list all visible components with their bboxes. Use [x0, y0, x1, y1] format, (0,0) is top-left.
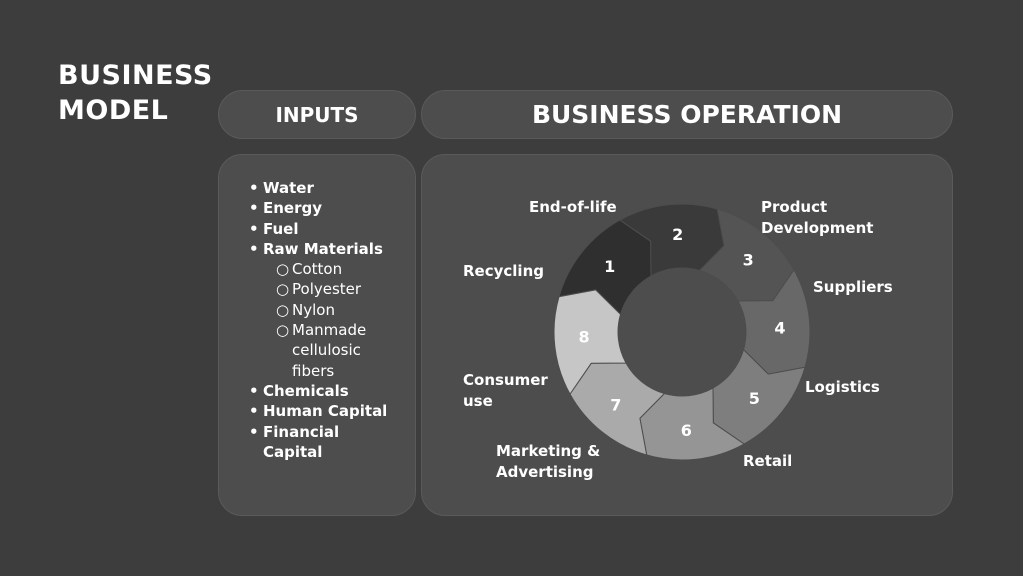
subitem-label: cellulosic: [292, 341, 361, 360]
cycle-number-2: 2: [672, 225, 683, 244]
input-label: Raw Materials: [263, 239, 383, 258]
input-label: Fuel: [263, 219, 299, 238]
subitem-nylon: ○Nylon: [276, 300, 335, 319]
step-label-marketing-advertising: Marketing &Advertising: [496, 442, 601, 481]
step-label-end-of-life: End-of-life: [529, 198, 617, 216]
subitem-label: Cotton: [292, 260, 343, 279]
page-title: BUSINESS MODEL: [58, 58, 213, 128]
input-label: Financial: [263, 422, 340, 441]
input-item-fuel: •Fuel: [249, 219, 299, 238]
subitem-label: Manmade: [292, 321, 367, 340]
input-item-water: •Water: [249, 179, 314, 197]
cycle-number-5: 5: [749, 389, 760, 408]
subitem-label: Nylon: [292, 300, 335, 319]
subitem-manmade: ○Manmade: [276, 321, 367, 340]
subitem-fibers: fibers: [249, 361, 414, 381]
cycle-number-4: 4: [774, 319, 785, 338]
step-label-suppliers: Suppliers: [813, 278, 893, 296]
step-label-recycling: Recycling: [463, 262, 544, 280]
input-item-capital-line2: Capital: [249, 442, 414, 462]
step-label-logistics: Logistics: [805, 378, 880, 396]
subitem-label: fibers: [292, 361, 335, 380]
cycle-number-3: 3: [743, 251, 754, 270]
inputs-header: INPUTS: [218, 90, 416, 139]
step-label-retail: Retail: [743, 452, 793, 470]
cycle-number-6: 6: [681, 421, 692, 440]
input-label: Chemicals: [263, 381, 349, 400]
cycle-center: [618, 268, 746, 396]
input-item-energy: •Energy: [249, 199, 323, 218]
input-item-chemicals: •Chemicals: [249, 381, 349, 400]
title-line-2: MODEL: [58, 95, 169, 126]
inputs-list: •Water •Energy •Fuel •Raw Materials ○Cot…: [249, 178, 414, 462]
input-label: Capital: [263, 442, 323, 461]
cycle-number-7: 7: [610, 395, 621, 414]
input-label: Water: [263, 179, 314, 197]
input-label: Human Capital: [263, 402, 388, 421]
cycle-number-1: 1: [604, 257, 615, 276]
cycle-number-8: 8: [579, 327, 590, 346]
subitem-polyester: ○Polyester: [276, 280, 362, 299]
subitem-label: Polyester: [292, 280, 362, 299]
input-label: Energy: [263, 199, 323, 218]
subitem-cotton: ○Cotton: [276, 260, 343, 279]
subitem-cellulosic: cellulosic: [249, 340, 414, 360]
business-operation-header: BUSINESS OPERATION: [421, 90, 953, 139]
title-line-1: BUSINESS: [58, 60, 213, 91]
inputs-panel: [218, 154, 416, 516]
input-item-raw-materials: •Raw Materials: [249, 239, 383, 258]
input-item-financial-capital: •Financial: [249, 422, 340, 441]
input-item-human-capital: •Human Capital: [249, 402, 388, 421]
